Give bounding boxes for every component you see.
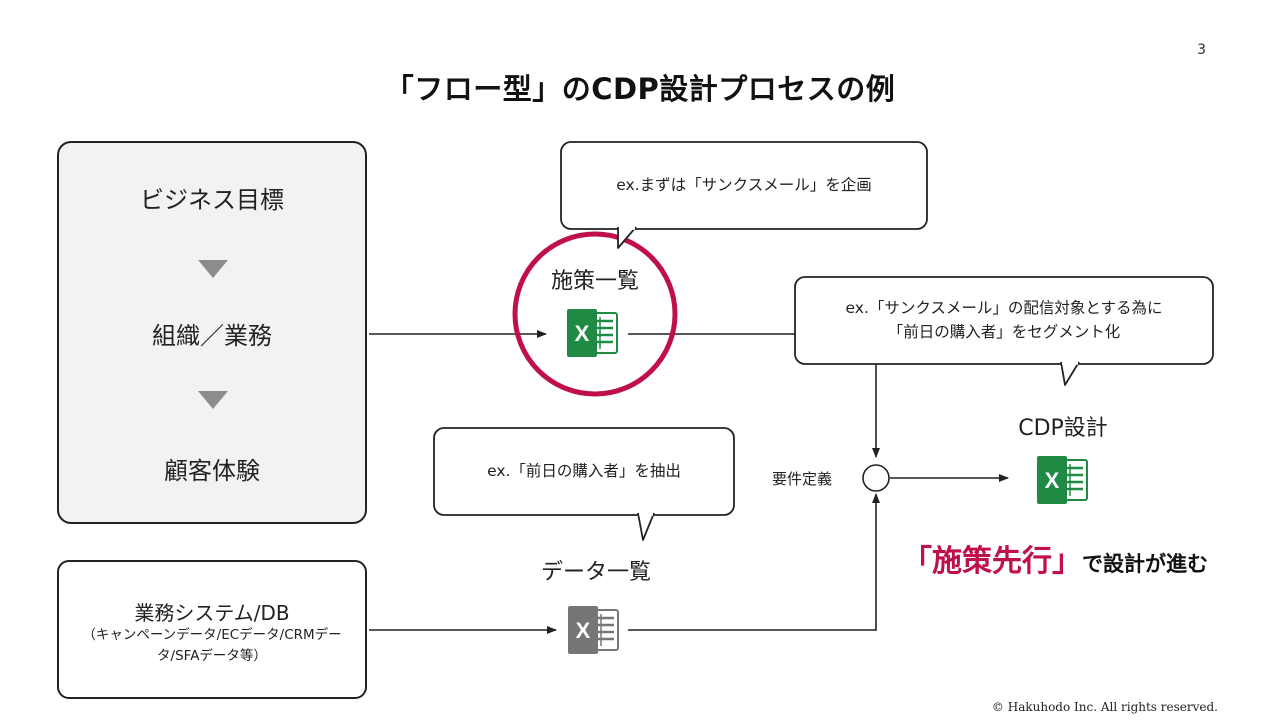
- down-triangle-icon: [198, 391, 228, 409]
- panel-item-customer-experience: 顧客体験: [164, 457, 260, 485]
- measures-list-label: 施策一覧: [550, 269, 639, 294]
- requirements-node: [862, 464, 890, 492]
- excel-icon-measures: X: [567, 309, 618, 357]
- callout-right-shape: [794, 276, 1214, 386]
- highlight-circle: [512, 231, 678, 397]
- callout-top-text: ex.まずは「サンクスメール」を企画: [616, 176, 872, 194]
- excel-icon-cdp: X: [1037, 456, 1088, 504]
- cdp-design-label: CDP設計: [1018, 416, 1108, 441]
- callout-middle-text: ex.「前日の購入者」を抽出: [487, 462, 681, 480]
- excel-letter: X: [575, 321, 590, 346]
- tagline-highlight: 「施策先行」: [902, 544, 1082, 579]
- excel-icon-data: X: [568, 606, 619, 654]
- callout-top-shape: [560, 141, 928, 249]
- business-system-subtitle: （キャンペーンデータ/ECデータ/CRMデータ/SFAデータ等）: [82, 627, 342, 664]
- page-number: 3: [1197, 42, 1206, 58]
- data-list-label: データ一覧: [540, 560, 651, 585]
- excel-letter: X: [576, 618, 591, 643]
- slide-title: 「フロー型」のCDP設計プロセスの例: [384, 72, 896, 106]
- business-system-title: 業務システム/DB: [134, 601, 290, 625]
- excel-letter: X: [1045, 468, 1060, 493]
- line-data-to-node: [628, 493, 880, 631]
- down-triangle-icon: [198, 260, 228, 278]
- tagline: 「施策先行」で設計が進む: [902, 536, 1208, 580]
- panel-item-business-goal: ビジネス目標: [140, 186, 284, 214]
- tagline-rest: で設計が進む: [1082, 552, 1208, 576]
- copyright-footer: © Hakuhodo Inc. All rights reserved.: [991, 700, 1218, 714]
- business-system-box: [57, 560, 367, 699]
- business-flow-panel: [57, 141, 367, 524]
- panel-item-organization: 組織／業務: [152, 322, 272, 350]
- callout-right-text-line2: 「前日の購入者」をセグメント化: [887, 323, 1121, 341]
- callout-middle-shape: [433, 427, 735, 541]
- callout-right-text-line1: ex.「サンクスメール」の配信対象とする為に: [845, 299, 1163, 317]
- requirements-label: 要件定義: [771, 470, 832, 488]
